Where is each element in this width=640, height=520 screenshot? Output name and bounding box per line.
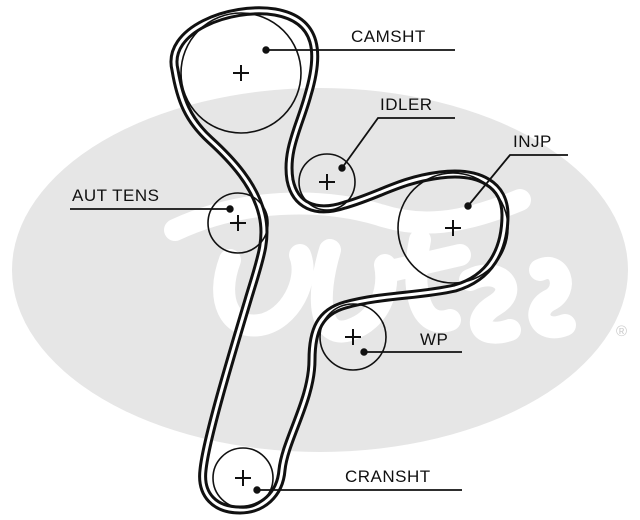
auto-tensioner-label: AUT TENS [72,186,159,205]
water-pump-pulley [319,303,387,371]
pulleys [180,12,509,509]
water-pump-label: WP [420,330,448,349]
crankshaft-pulley [212,447,274,509]
camshaft-pulley [180,12,302,134]
injection-pump-pulley [397,172,509,284]
idler-leader [341,117,455,169]
crankshaft-label: CRANSHT [345,467,431,486]
registered-mark: ® [616,323,627,340]
watermark-script [164,189,576,344]
camshaft-label: CAMSHT [351,27,426,46]
injp-leader [467,154,568,207]
idler-pulley [298,153,356,211]
auto-tensioner-pulley [207,192,269,254]
timing-belt [169,6,510,515]
leader-lines [70,46,568,494]
belt-inner-edge [172,9,507,512]
injection-pump-label: INJP [513,132,552,151]
idler-label: IDLER [380,95,433,114]
